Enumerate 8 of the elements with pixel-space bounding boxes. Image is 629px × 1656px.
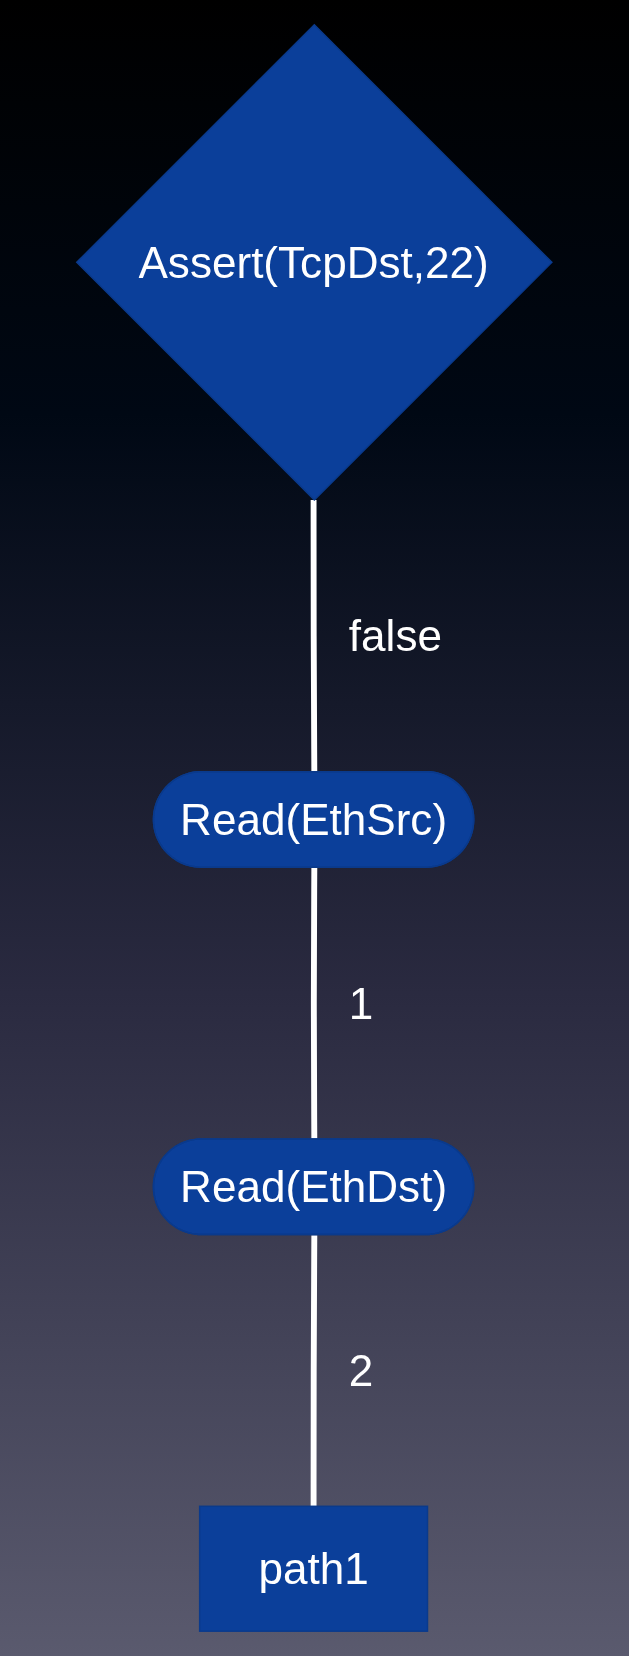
- node-box: path1: [199, 1505, 429, 1632]
- connector: [310, 1235, 318, 1507]
- edge-label: false: [349, 611, 443, 661]
- edge-label: 1: [349, 978, 374, 1028]
- connector: [310, 499, 318, 773]
- connector: [311, 867, 318, 1140]
- edge-label: 2: [349, 1346, 374, 1395]
- node-diamond: Assert(TcpDst,22): [75, 23, 554, 501]
